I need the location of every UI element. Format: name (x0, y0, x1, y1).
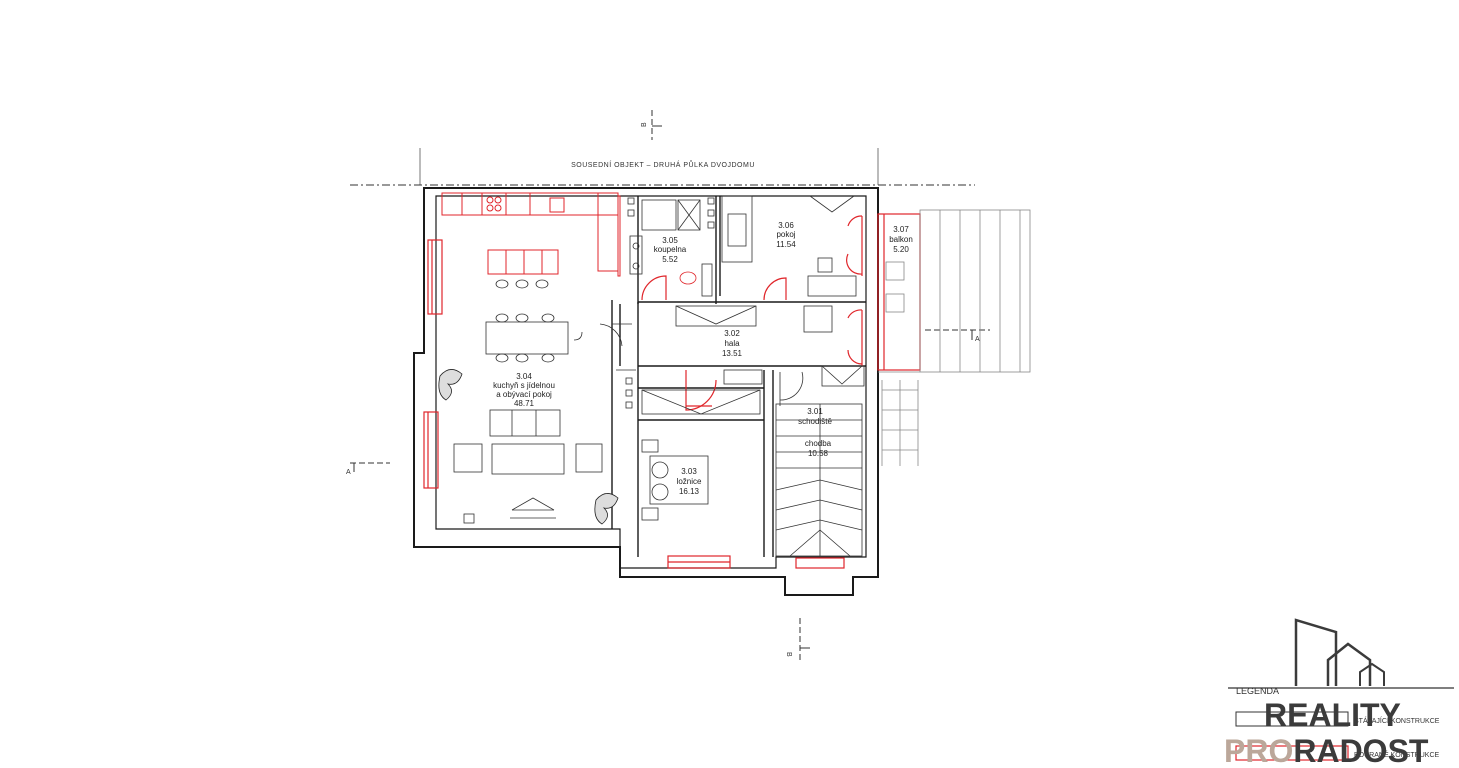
brand-logo: REALITY PRORADOST (1224, 618, 1429, 768)
svg-text:ložnice: ložnice (677, 477, 702, 486)
svg-text:chodba: chodba (805, 439, 832, 448)
section-mark-a-right: A (925, 329, 990, 343)
svg-text:10.58: 10.58 (808, 449, 829, 458)
svg-text:B: B (785, 652, 792, 657)
kitchen-counter (441, 192, 621, 277)
svg-text:kuchyň s jídelnou: kuchyň s jídelnou (493, 381, 555, 390)
bathroom-fixtures (629, 199, 713, 297)
svg-text:3.03: 3.03 (681, 467, 697, 476)
brand-radost: RADOST (1293, 733, 1429, 768)
svg-text:A: A (346, 469, 351, 476)
svg-text:3.07: 3.07 (893, 225, 909, 234)
dining-furniture (453, 279, 603, 524)
svg-text:koupelna: koupelna (654, 245, 687, 254)
room-label-304: 3.04 kuchyň s jídelnou a obývací pokoj 4… (493, 372, 555, 408)
outer-walls (413, 187, 879, 596)
bedroom-306-furniture (641, 195, 865, 415)
svg-text:BOURANÉ KONSTRUKCE: BOURANÉ KONSTRUKCE (1354, 750, 1440, 759)
svg-text:5.52: 5.52 (662, 255, 678, 264)
svg-text:hala: hala (724, 339, 740, 348)
svg-text:3.06: 3.06 (778, 221, 794, 230)
svg-text:3.04: 3.04 (516, 372, 532, 381)
svg-text:A: A (975, 336, 980, 343)
svg-text:PRORADOST: PRORADOST (1224, 733, 1429, 768)
svg-text:B: B (641, 122, 648, 127)
section-mark-b-bottom: B (785, 618, 810, 660)
svg-text:16.13: 16.13 (679, 487, 700, 496)
section-mark-a-left: A (346, 462, 390, 476)
door-swing (599, 323, 636, 371)
legend: LEGENDA STÁVAJÍCÍ KONSTRUKCE BOURANÉ KON… (1228, 686, 1454, 761)
svg-text:REALITY: REALITY (1264, 697, 1401, 733)
room-label-305: 3.05 koupelna 5.52 (654, 236, 687, 264)
svg-text:STÁVAJÍCÍ KONSTRUKCE: STÁVAJÍCÍ KONSTRUKCE (1354, 716, 1440, 725)
svg-text:schodiště: schodiště (798, 417, 832, 426)
svg-text:5.20: 5.20 (893, 245, 909, 254)
neighbor-label: SOUSEDNÍ OBJEKT – DRUHÁ PŮLKA DVOJDOMU (571, 160, 755, 169)
staircase (775, 371, 863, 557)
svg-text:a obývací pokoj: a obývací pokoj (496, 390, 552, 399)
room-label-307: 3.07 balkon 5.20 (889, 225, 913, 254)
room-label-301: 3.01 schodiště chodba 10.58 (798, 407, 832, 458)
svg-text:3.05: 3.05 (662, 236, 678, 245)
svg-text:LEGENDA: LEGENDA (1236, 686, 1279, 696)
svg-text:balkon: balkon (889, 235, 913, 244)
svg-text:13.51: 13.51 (722, 349, 743, 358)
brand-pro: PRO (1224, 733, 1293, 768)
svg-text:3.02: 3.02 (724, 329, 740, 338)
section-mark-b-top: B (641, 110, 662, 140)
room-label-306: 3.06 pokoj 11.54 (776, 221, 796, 249)
bedroom-303-furniture (641, 439, 709, 521)
svg-text:11.54: 11.54 (776, 240, 796, 249)
svg-text:48.71: 48.71 (514, 399, 535, 408)
room-label-303: 3.03 ložnice 16.13 (677, 467, 702, 496)
shaft-markers (625, 197, 715, 409)
svg-text:pokoj: pokoj (776, 230, 795, 239)
balcony-stairs (878, 209, 1031, 466)
interior-walls (611, 196, 866, 557)
room-label-302: 3.02 hala 13.51 (722, 329, 743, 358)
demolished-windows (423, 213, 921, 569)
svg-text:3.01: 3.01 (807, 407, 823, 416)
plant-icon (438, 369, 619, 525)
